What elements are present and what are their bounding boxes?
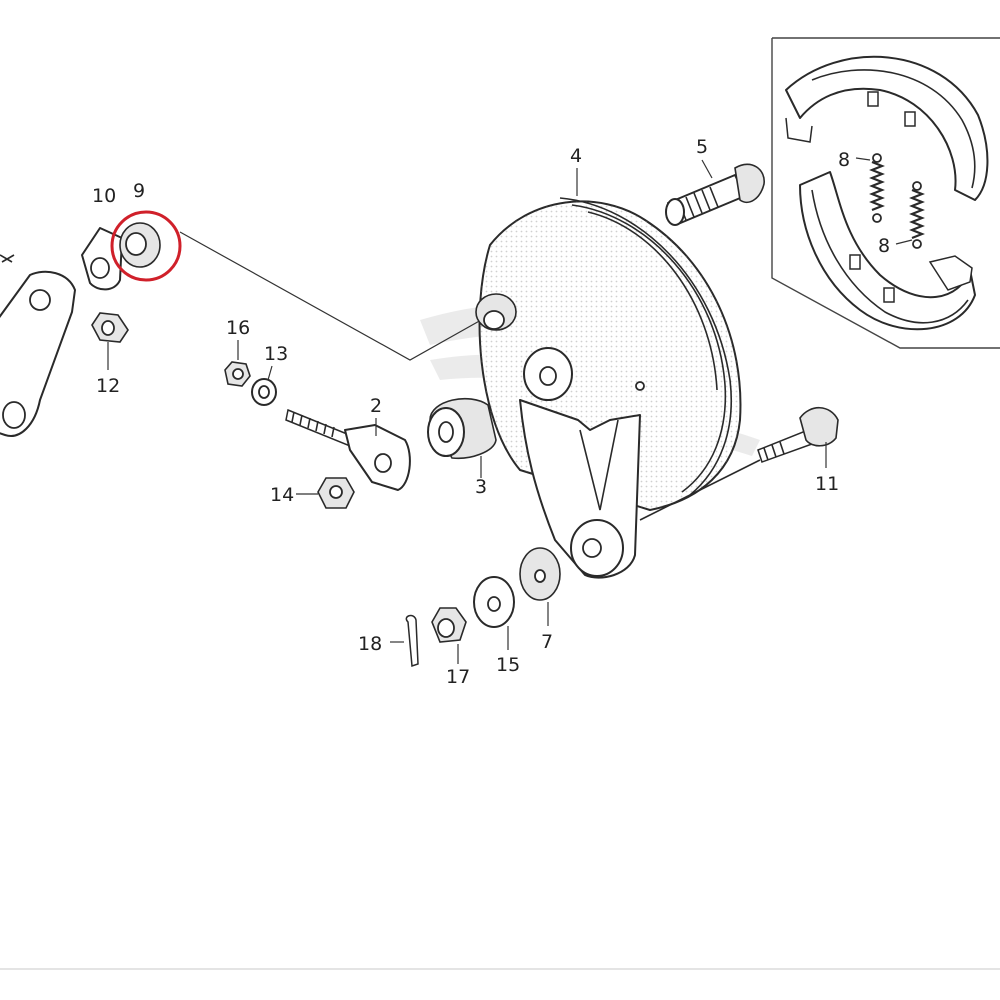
plate-washer-part-10 xyxy=(81,227,123,291)
callout-2: 2 xyxy=(370,395,382,417)
collar-part-3 xyxy=(427,397,497,460)
callout-15: 15 xyxy=(496,654,520,676)
brake-arm xyxy=(0,254,76,437)
highlight-ring xyxy=(110,210,182,282)
callout-18: 18 xyxy=(358,633,382,655)
castle-nut-part-17 xyxy=(431,607,467,643)
callout-3: 3 xyxy=(475,476,487,498)
bolt-part-11 xyxy=(757,406,839,463)
brake-panel-part-4 xyxy=(475,197,761,579)
leader-5 xyxy=(701,159,713,179)
bearing-part-9 xyxy=(119,222,161,268)
washer-part-15 xyxy=(473,576,515,628)
callout-9: 9 xyxy=(133,180,145,202)
nut-part-16 xyxy=(224,361,251,387)
callout-10: 10 xyxy=(92,185,116,207)
callout-12: 12 xyxy=(96,375,120,397)
callout-14: 14 xyxy=(270,484,294,506)
leader-13 xyxy=(267,365,273,381)
cap-nut-part-12 xyxy=(91,312,129,343)
callout-7: 7 xyxy=(541,631,553,653)
cotter-pin-part-18 xyxy=(405,614,419,668)
leader-9-to-panel xyxy=(179,231,491,361)
brake-cam-part-5 xyxy=(665,163,765,226)
callout-13: 13 xyxy=(264,343,288,365)
leader-8a xyxy=(855,157,871,161)
washer-part-13 xyxy=(251,378,277,406)
washer-part-7 xyxy=(519,547,561,601)
callout-8-upper: 8 xyxy=(838,149,850,171)
callout-8-lower: 8 xyxy=(878,235,890,257)
flange-nut-part-14 xyxy=(317,477,355,509)
callout-16: 16 xyxy=(226,317,250,339)
leader-8b xyxy=(895,239,913,245)
callout-17: 17 xyxy=(446,666,470,688)
callout-4: 4 xyxy=(570,145,582,167)
bottom-divider xyxy=(0,968,1000,970)
callout-11: 11 xyxy=(815,473,839,495)
stopper-arm-part-2 xyxy=(285,408,411,491)
callout-5: 5 xyxy=(696,136,708,158)
brake-shoe-inset xyxy=(771,37,1000,349)
